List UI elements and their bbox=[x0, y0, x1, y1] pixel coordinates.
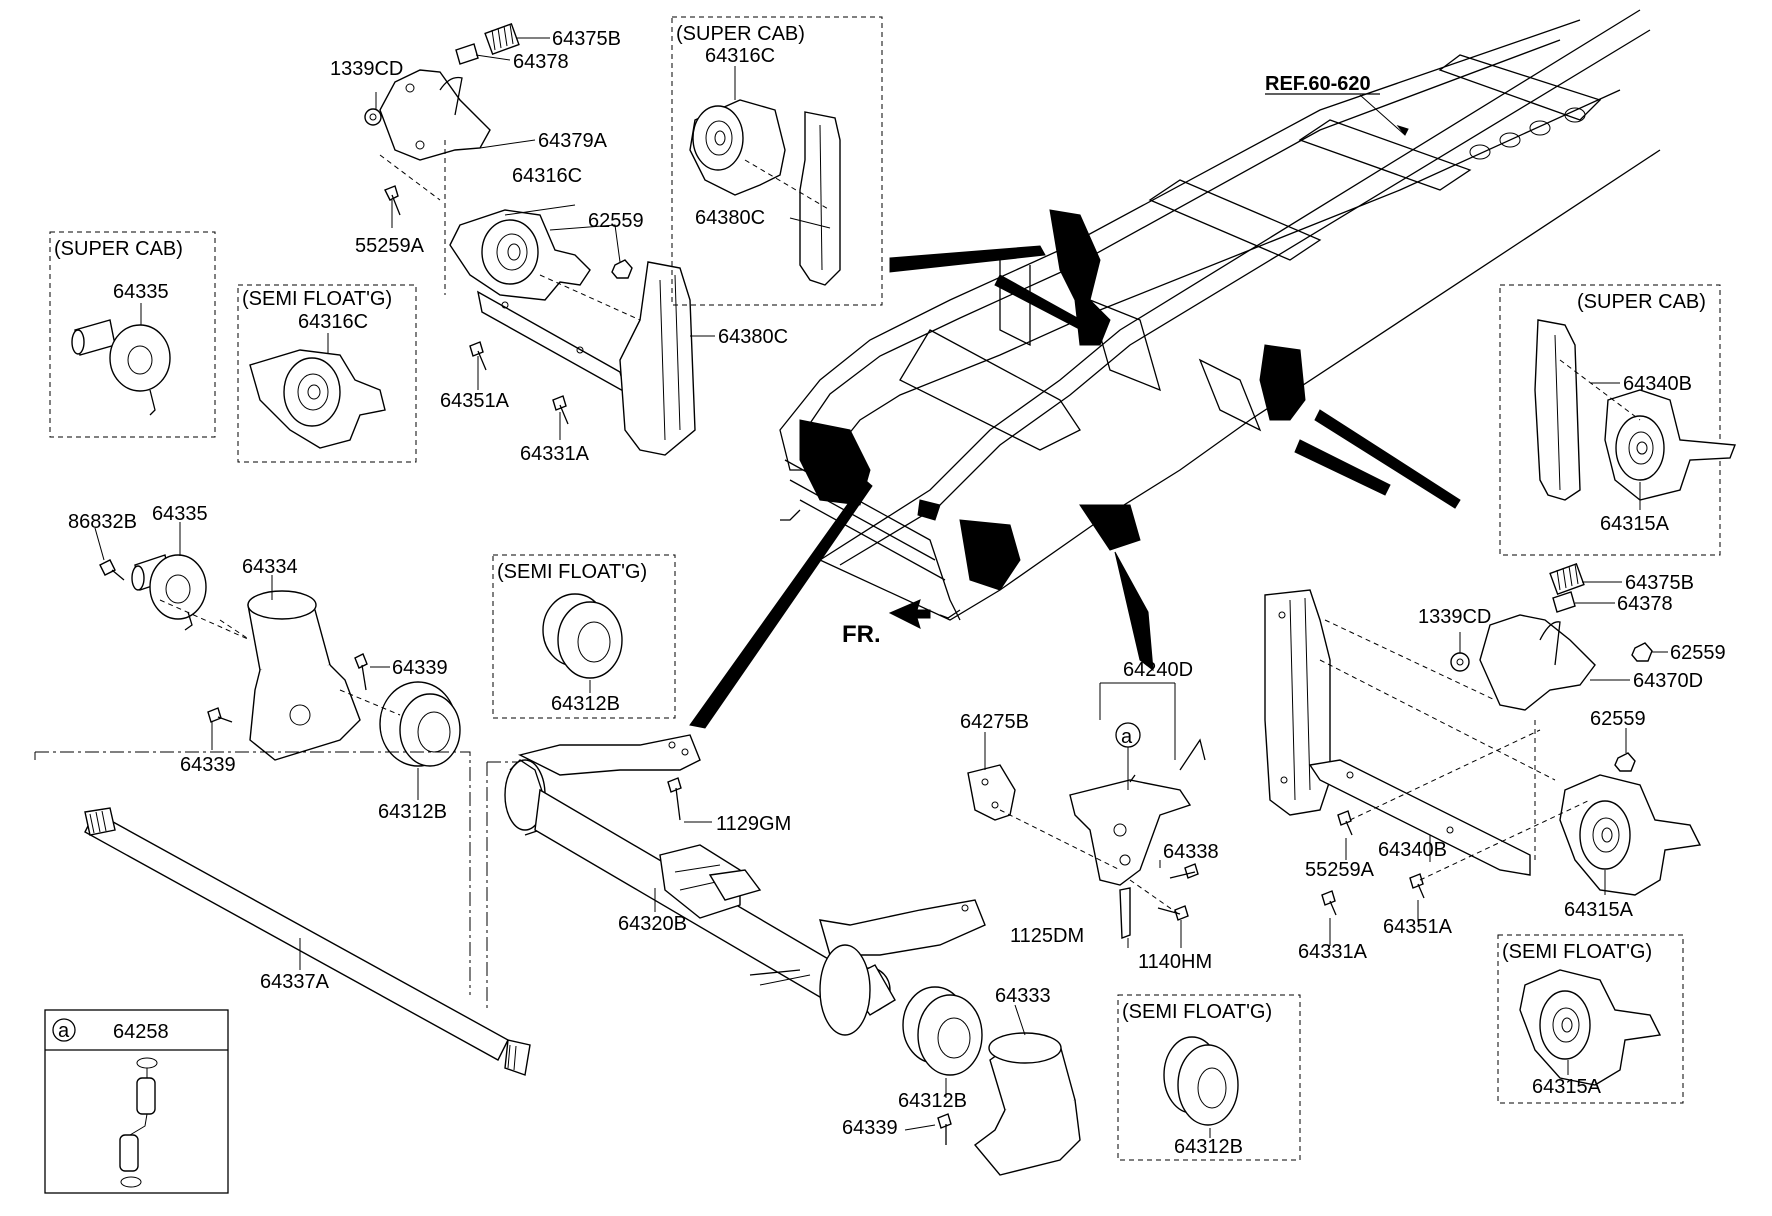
label-64335-super-cab: 64335 bbox=[113, 281, 169, 303]
super-cab-top-box bbox=[671, 16, 883, 306]
label-64380C-super-cab: 64380C bbox=[695, 207, 765, 229]
label-64312B-left: 64312B bbox=[378, 801, 447, 823]
label-64333: 64333 bbox=[995, 985, 1051, 1007]
semi-float-low-box bbox=[1117, 994, 1301, 1161]
lower-bearing-bracket bbox=[902, 986, 1081, 1176]
label-64338: 64338 bbox=[1163, 841, 1219, 863]
label-64378-right: 64378 bbox=[1617, 593, 1673, 615]
label-64378: 64378 bbox=[513, 51, 569, 73]
label-64335: 64335 bbox=[152, 503, 208, 525]
super-cab-dust-cover bbox=[71, 319, 171, 416]
label-64339-bottom: 64339 bbox=[842, 1117, 898, 1139]
label-64315A-semi-float: 64315A bbox=[1532, 1076, 1602, 1098]
callout-a-letter: a bbox=[58, 1020, 70, 1042]
label-64275B: 64275B bbox=[960, 711, 1029, 733]
label-64320B: 64320B bbox=[618, 913, 687, 935]
semi-float-insulator bbox=[249, 349, 386, 449]
label-62559-right-1: 62559 bbox=[1670, 642, 1726, 664]
label-64312B-lower: 64312B bbox=[898, 1090, 967, 1112]
label-64340B-right: 64340B bbox=[1378, 839, 1447, 861]
label-64312B-semi-float-low: 64312B bbox=[1174, 1136, 1243, 1158]
reference-label: REF.60-620 bbox=[1265, 73, 1371, 95]
right-mount-assembly bbox=[1264, 562, 1702, 916]
label-64316C: 64316C bbox=[512, 165, 582, 187]
label-64339-lower: 64339 bbox=[180, 754, 236, 776]
label-64331A: 64331A bbox=[520, 443, 590, 465]
label-1129GM: 1129GM bbox=[716, 813, 791, 835]
callout-a-box bbox=[44, 1009, 229, 1194]
label-64351A: 64351A bbox=[440, 390, 510, 412]
label-64315A-right: 64315A bbox=[1564, 899, 1634, 921]
semi-float-right-box bbox=[1497, 934, 1684, 1104]
semi-float-mid-title: (SEMI FLOAT'G) bbox=[497, 561, 647, 583]
label-64375B: 64375B bbox=[552, 28, 621, 50]
label-64312B-semi-float: 64312B bbox=[551, 693, 620, 715]
super-cab-right-box bbox=[1499, 284, 1721, 556]
semi-float-right-title: (SEMI FLOAT'G) bbox=[1502, 941, 1652, 963]
label-55259A-right: 55259A bbox=[1305, 859, 1375, 881]
semi-float-bearing bbox=[542, 593, 623, 679]
callout-a-marker bbox=[52, 1018, 76, 1042]
label-64337A: 64337A bbox=[260, 971, 330, 993]
semi-float-mid-box bbox=[492, 554, 676, 719]
semi-float-left-title: (SEMI FLOAT'G) bbox=[242, 288, 392, 310]
semi-float-left-box bbox=[237, 284, 417, 463]
label-64258: 64258 bbox=[113, 1021, 169, 1043]
label-1339CD: 1339CD bbox=[330, 58, 403, 80]
upper-mount-assembly bbox=[364, 22, 696, 456]
label-64240D: 64240D bbox=[1123, 659, 1193, 681]
semi-float-low-title: (SEMI FLOAT'G) bbox=[1122, 1001, 1272, 1023]
label-64379A: 64379A bbox=[538, 130, 608, 152]
front-direction-label: FR. bbox=[842, 621, 881, 648]
super-cab-top-title: (SUPER CAB) bbox=[676, 23, 805, 45]
label-64370D: 64370D bbox=[1633, 670, 1703, 692]
super-cab-right-title: (SUPER CAB) bbox=[1577, 291, 1706, 313]
rear-axle-housing bbox=[486, 734, 986, 1036]
callout-a-pointer-letter: a bbox=[1121, 726, 1133, 748]
tension-spring bbox=[119, 1057, 158, 1188]
chassis-frame bbox=[689, 9, 1661, 729]
label-1339CD-right: 1339CD bbox=[1418, 606, 1491, 628]
ref-leader bbox=[1359, 94, 1406, 136]
label-64334: 64334 bbox=[242, 556, 298, 578]
super-cab-left-title: (SUPER CAB) bbox=[54, 238, 183, 260]
semi-float-right-insulator bbox=[1519, 969, 1662, 1086]
label-62559-right-2: 62559 bbox=[1590, 708, 1646, 730]
semi-float-low-bearing bbox=[1163, 1036, 1239, 1126]
label-64315A-super-cab: 64315A bbox=[1600, 513, 1670, 535]
label-1125DM: 1125DM bbox=[1010, 925, 1084, 947]
super-cab-insulator bbox=[689, 99, 841, 286]
label-64351A-right: 64351A bbox=[1383, 916, 1453, 938]
label-62559: 62559 bbox=[588, 210, 644, 232]
label-64375B-right: 64375B bbox=[1625, 572, 1694, 594]
label-64340B-super-cab: 64340B bbox=[1623, 373, 1692, 395]
label-64316C-super-cab: 64316C bbox=[705, 45, 775, 67]
carrier-bearing-assembly bbox=[99, 554, 461, 767]
super-cab-right-mount bbox=[1534, 319, 1736, 501]
label-64380C: 64380C bbox=[718, 326, 788, 348]
label-55259A: 55259A bbox=[355, 235, 425, 257]
propeller-shaft bbox=[34, 751, 531, 1076]
label-64331A-right: 64331A bbox=[1298, 941, 1368, 963]
label-1140HM: 1140HM bbox=[1138, 951, 1212, 973]
label-64339-upper: 64339 bbox=[392, 657, 448, 679]
brake-bracket-assembly bbox=[967, 738, 1206, 939]
label-64316C-semi-float: 64316C bbox=[298, 311, 368, 333]
super-cab-left-box bbox=[49, 231, 216, 438]
label-86832B: 86832B bbox=[68, 511, 137, 533]
